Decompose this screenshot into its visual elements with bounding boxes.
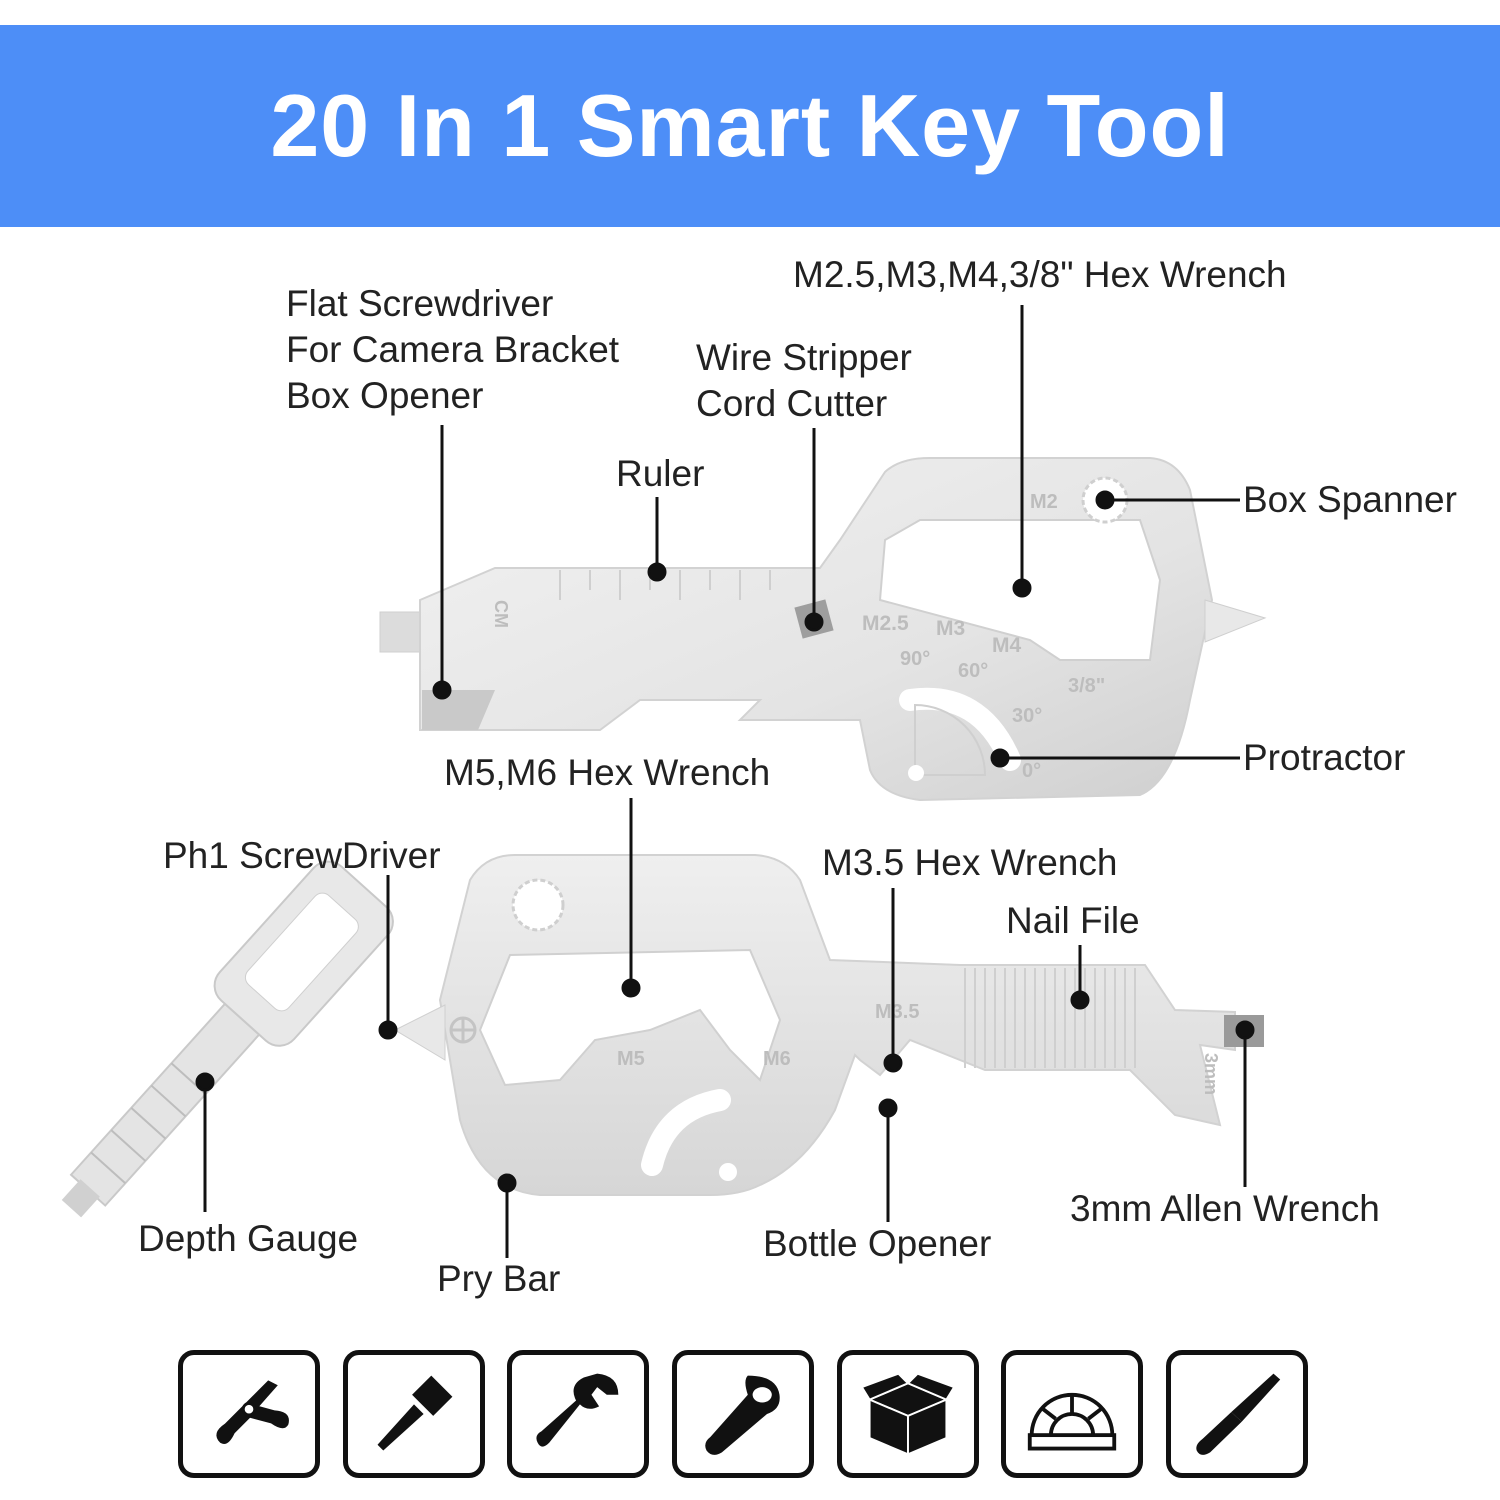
engraving-cm: CM xyxy=(491,600,511,628)
label-protractor: Protractor xyxy=(1243,737,1406,778)
top-key-tool: CM M2 M2.5 M3 M4 3/8" 90° 60° 30° 0° xyxy=(379,457,1267,802)
label-pry-bar: Pry Bar xyxy=(437,1258,561,1299)
label-flat-screwdriver-line1: Flat Screwdriver xyxy=(286,283,554,324)
bottom-key-tool: M5 M6 M3.5 3mm xyxy=(393,854,1264,1196)
nail-file-icon xyxy=(1165,1350,1308,1478)
engraving-m35: M3.5 xyxy=(875,1001,919,1023)
wrench-icon xyxy=(507,1350,650,1478)
label-bottle-opener: Bottle Opener xyxy=(763,1223,992,1264)
engraving-m4: M4 xyxy=(992,634,1021,657)
engraving-m25: M2.5 xyxy=(862,612,909,635)
pliers-icon xyxy=(178,1350,320,1478)
box-icon xyxy=(836,1350,979,1478)
engraving-m2: M2 xyxy=(1030,491,1058,513)
callout-lines xyxy=(195,305,1255,1258)
label-wire-stripper: Wire Stripper Cord Cutter xyxy=(696,335,912,427)
label-wire-stripper-line1: Wire Stripper xyxy=(696,337,912,378)
engraving-m5: M5 xyxy=(617,1048,645,1070)
engraving-60deg: 60° xyxy=(958,660,988,682)
label-nail-file: Nail File xyxy=(1006,900,1140,941)
engraving-0deg: 0° xyxy=(1022,760,1041,782)
label-m5-m6-hex: M5,M6 Hex Wrench xyxy=(444,752,771,793)
label-ph1-screwdriver: Ph1 ScrewDriver xyxy=(163,835,441,876)
title-banner: 20 In 1 Smart Key Tool xyxy=(0,25,1500,227)
label-wire-stripper-line2: Cord Cutter xyxy=(696,383,888,424)
label-flat-screwdriver: Flat Screwdriver For Camera Bracket Box … xyxy=(286,281,619,419)
label-allen-wrench: 3mm Allen Wrench xyxy=(1070,1188,1380,1229)
side-view-tool xyxy=(61,860,394,1218)
bottle-opener-icon xyxy=(671,1350,814,1478)
engraving-3mm: 3mm xyxy=(1201,1053,1221,1095)
label-flat-screwdriver-line2: For Camera Bracket xyxy=(286,329,620,370)
screwdriver-icon xyxy=(342,1350,485,1478)
engraving-m3: M3 xyxy=(936,617,965,640)
label-box-spanner: Box Spanner xyxy=(1243,479,1457,520)
feature-icon-row xyxy=(178,1350,1308,1478)
engraving-90deg: 90° xyxy=(900,648,930,670)
label-flat-screwdriver-line3: Box Opener xyxy=(286,375,484,416)
engraving-three-eighths: 3/8" xyxy=(1068,675,1105,697)
label-ruler: Ruler xyxy=(616,453,705,494)
engraving-30deg: 30° xyxy=(1012,705,1042,727)
engraving-m6: M6 xyxy=(763,1048,791,1070)
label-hex-wrench-top: M2.5,M3,M4,3/8" Hex Wrench xyxy=(793,254,1287,295)
label-m35-hex: M3.5 Hex Wrench xyxy=(822,842,1118,883)
protractor-icon xyxy=(1001,1350,1144,1478)
page-title: 20 In 1 Smart Key Tool xyxy=(270,76,1230,175)
label-depth-gauge: Depth Gauge xyxy=(138,1218,359,1259)
